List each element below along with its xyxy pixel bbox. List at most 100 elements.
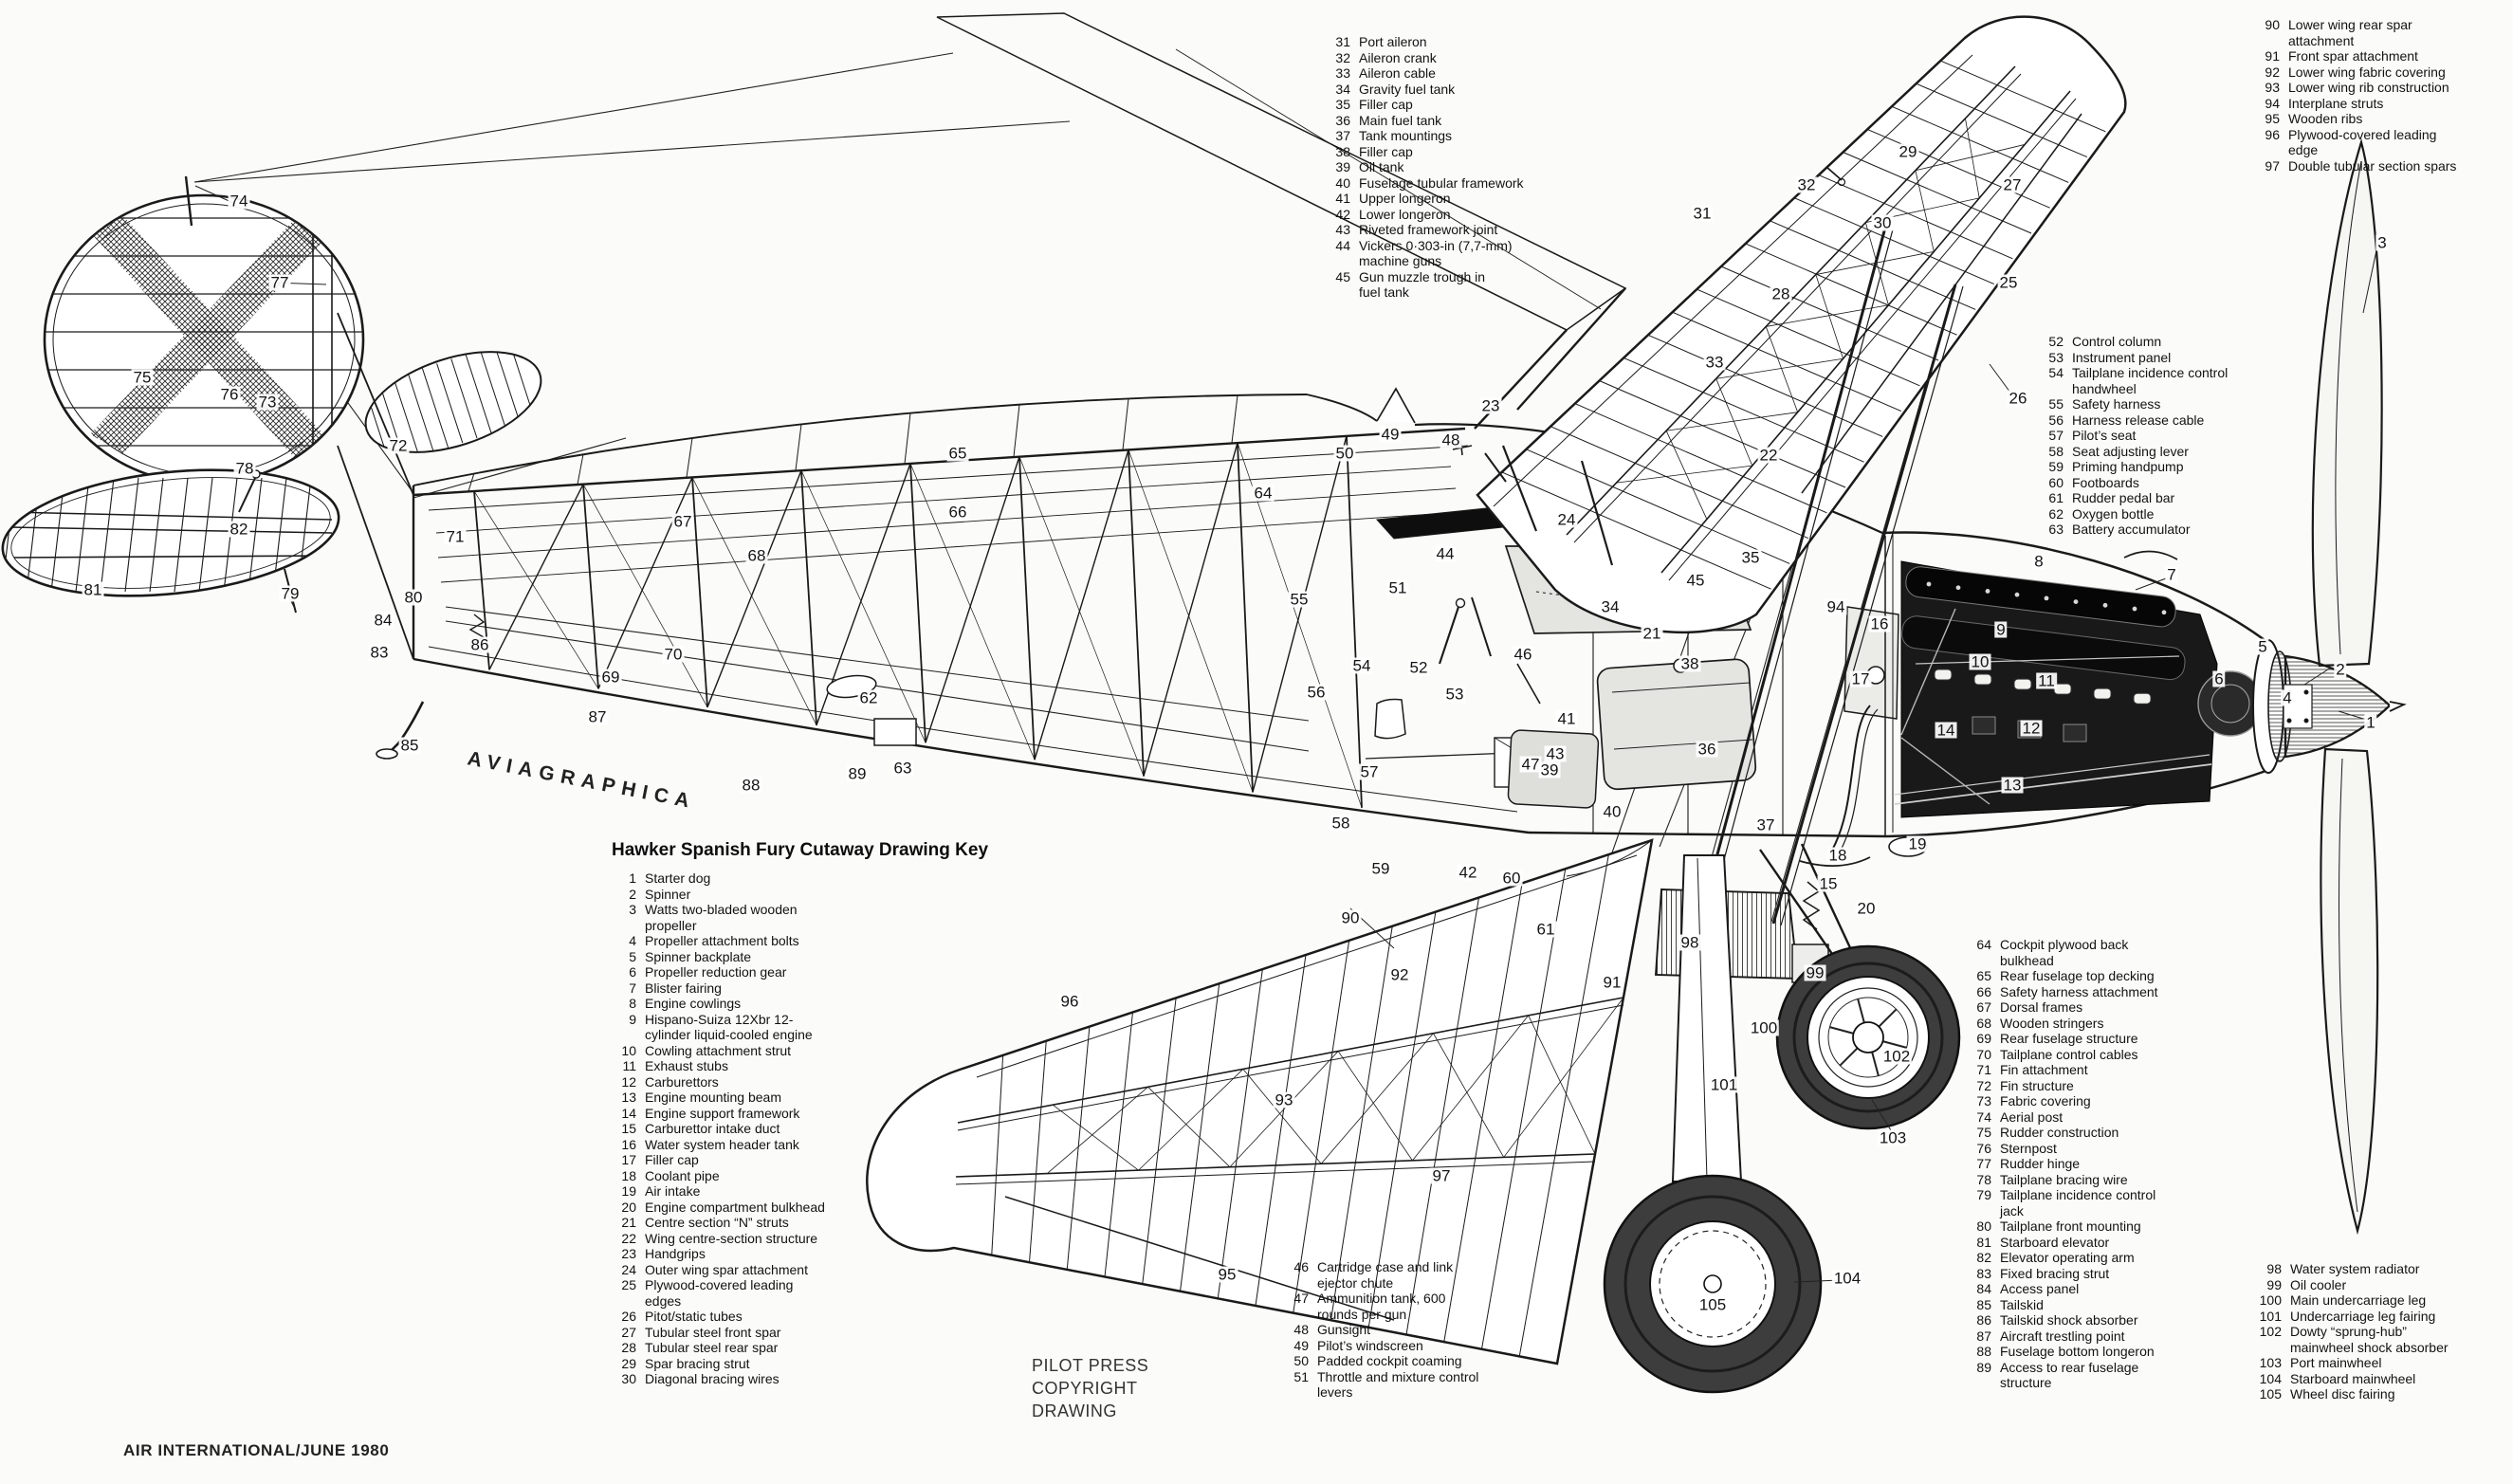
blister-fairing [2123, 550, 2178, 560]
sprung-hub [1852, 1021, 1884, 1053]
key-item-label: Safety harness attachment [2000, 983, 2158, 999]
callout-number-37: 37 [1754, 815, 1777, 834]
structure-line [50, 477, 65, 593]
callout-number-55: 55 [1288, 590, 1311, 609]
exhaust-stub [2133, 692, 2152, 705]
structure-line [1867, 128, 2050, 209]
leading-edge [976, 854, 1638, 1078]
key-item-number: 24 [621, 1261, 636, 1277]
key-item-label: Carburettor intake duct [645, 1121, 780, 1136]
structure-line [1481, 869, 1567, 1349]
callout-number-48: 48 [1440, 431, 1462, 449]
structure-line [1793, 197, 1994, 285]
key-item-label: Pitot/static tubes [645, 1309, 743, 1324]
structure-line [465, 354, 492, 434]
key-item-label: Seat adjusting lever [2072, 443, 2189, 459]
interplane-struts [1705, 227, 1964, 926]
callout-number-11: 11 [2036, 671, 2057, 690]
publication-line: AIR INTERNATIONAL/JUNE 1980 [123, 1441, 390, 1459]
structure-line [75, 477, 90, 593]
callout-number-53: 53 [1443, 685, 1466, 704]
key-item-label: Rear fuselage structure [2000, 1031, 2138, 1046]
callout-number-77: 77 [268, 273, 291, 292]
key-item-number: 86 [1976, 1312, 1991, 1328]
structure-line [1526, 449, 1790, 564]
structure-line [1871, 1099, 1892, 1131]
carburettor-intake-duct [1799, 856, 1871, 868]
key-item-number: 103 [2259, 1355, 2282, 1370]
key-item-label: Handgrips [645, 1246, 706, 1261]
key-item-number: 80 [1976, 1218, 1991, 1234]
pilot-seat [1374, 698, 1406, 740]
key-item-number: 73 [1976, 1093, 1991, 1108]
structure-line [436, 363, 464, 444]
key-item-label: Riveted framework joint [1359, 222, 1498, 237]
key-item-number: 46 [1293, 1259, 1309, 1274]
structure-line [1034, 449, 1129, 760]
gunsight [1452, 445, 1473, 450]
key-item-number: 18 [621, 1167, 636, 1183]
callout-number-31: 31 [1691, 204, 1714, 223]
structure-line [1715, 378, 1753, 467]
structure-line [407, 373, 434, 453]
structure-line [1143, 442, 1238, 777]
callout-number-40: 40 [1601, 802, 1623, 821]
key-item-number: 69 [1976, 1031, 1991, 1046]
structure-line [1818, 174, 2013, 260]
structure-line [1293, 940, 1350, 1313]
key-item-label: Lower longeron [1359, 206, 1451, 222]
lower-port-wing [866, 838, 1654, 1365]
structure-line [1346, 435, 1363, 808]
propeller-group [2252, 138, 2407, 1236]
key-item-number: 92 [2265, 64, 2280, 80]
key-item-number: 61 [2048, 490, 2064, 505]
structure-line [1047, 1086, 1148, 1174]
exhaust-stub [1973, 673, 1992, 686]
structure-line [1550, 426, 1808, 540]
structure-line [1891, 105, 2069, 183]
aileron-crank [1825, 166, 1843, 181]
key-item-label: Tailskid shock absorber [2000, 1312, 2138, 1328]
key-item-number: 91 [2265, 48, 2280, 64]
key-item-number: 14 [621, 1105, 636, 1121]
structure-line [1128, 449, 1145, 777]
key-item-number: 53 [2048, 349, 2064, 365]
battery-accumulator [873, 718, 917, 746]
rudder-brace-band [90, 220, 327, 453]
callout-number-71: 71 [444, 527, 467, 546]
callout-number-47: 47 [1519, 755, 1542, 774]
structure-line [1122, 398, 1129, 450]
rear-fuselage-truss [376, 394, 1530, 834]
callout-number-97: 97 [1430, 1166, 1453, 1185]
key-item-number: 74 [1976, 1108, 1991, 1125]
key-item-number: 50 [1293, 1353, 1309, 1368]
structure-line [904, 412, 911, 464]
structure-line [686, 437, 693, 478]
key-item-label: Instrument panel [2072, 349, 2172, 365]
structure-line [909, 463, 926, 743]
callout-number-15: 15 [1817, 874, 1840, 893]
structure-line [1745, 243, 1957, 336]
key-item-label: Water system radiator [2290, 1261, 2420, 1276]
key-item-label: Dowty “sprung-hub” mainwheel shock absor… [2290, 1324, 2449, 1355]
key-item-label: Main fuel tank [1359, 112, 1442, 128]
key-item-label: Aerial post [2000, 1108, 2064, 1125]
callout-number-89: 89 [846, 764, 869, 783]
key-item-number: 27 [621, 1324, 636, 1340]
